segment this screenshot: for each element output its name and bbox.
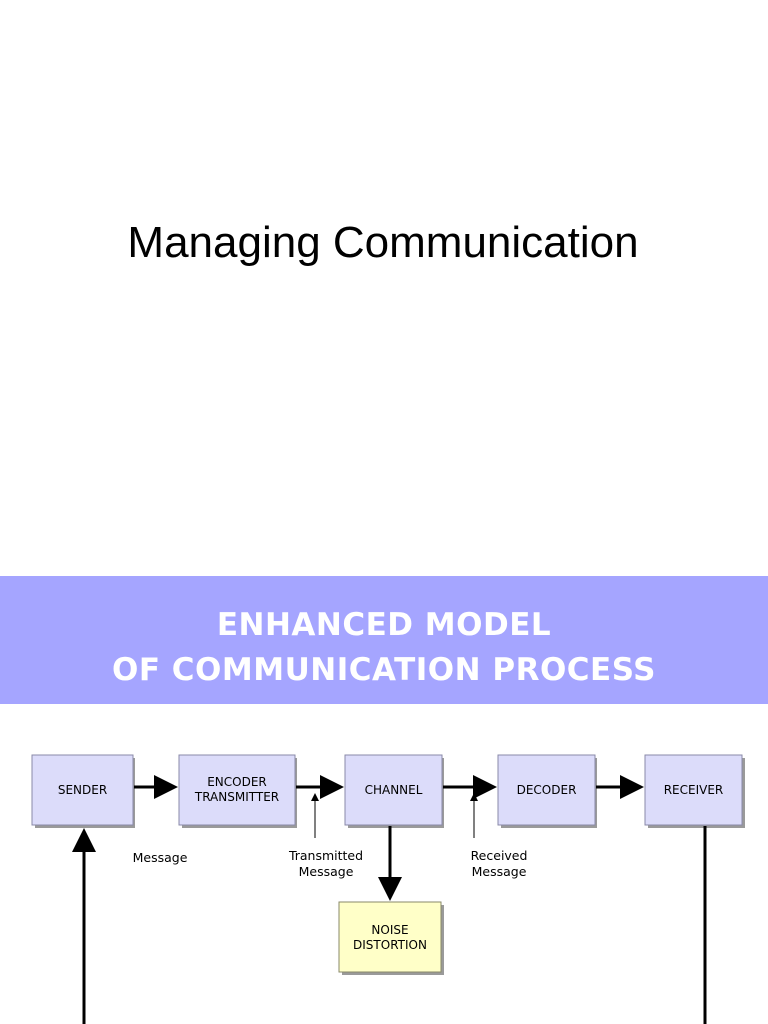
- diagram-banner: [0, 576, 768, 704]
- decoder-node: DECODER: [497, 754, 596, 826]
- received-pointer-head: [470, 793, 478, 801]
- received-label-line-2: Message: [472, 864, 527, 879]
- noise-label: NOISE: [371, 923, 408, 937]
- sender-label: SENDER: [58, 783, 107, 797]
- channel-node: CHANNEL: [344, 754, 443, 826]
- receiver-node: RECEIVER: [644, 754, 743, 826]
- transmitted-label-line-2: Message: [299, 864, 354, 879]
- encoder-transmitter-node: ENCODER TRANSMITTER: [178, 754, 296, 826]
- transmitted-label-line-1: Transmitted: [288, 848, 363, 863]
- transmitter-label: TRANSMITTER: [194, 790, 279, 804]
- receiver-label: RECEIVER: [664, 783, 724, 797]
- banner-title-line-2: OF COMMUNICATION PROCESS: [111, 652, 656, 688]
- noise-distortion-node: NOISE DISTORTION: [338, 901, 442, 973]
- transmitted-pointer-head: [311, 793, 319, 801]
- channel-label: CHANNEL: [365, 783, 423, 797]
- decoder-label: DECODER: [517, 783, 577, 797]
- slide-title: Managing Communication: [127, 218, 639, 267]
- received-label-line-1: Received: [471, 848, 528, 863]
- encoder-label: ENCODER: [207, 775, 267, 789]
- message-label: Message: [133, 850, 188, 865]
- sender-node: SENDER: [31, 754, 134, 826]
- banner-title-line-1: ENHANCED MODEL: [216, 607, 552, 643]
- distortion-label: DISTORTION: [353, 938, 427, 952]
